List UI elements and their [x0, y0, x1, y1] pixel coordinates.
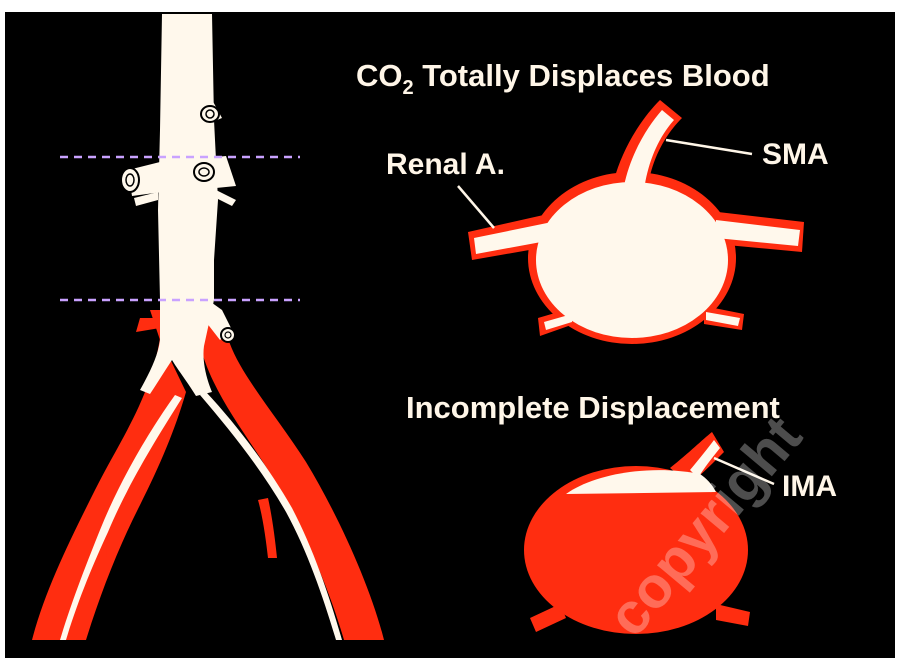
- lower-right-small-arm: [716, 604, 750, 626]
- title-co2-displaces: CO2 Totally Displaces Blood: [356, 58, 770, 99]
- incomplete-displacement-label: Incomplete Displacement: [406, 390, 780, 425]
- left-renal-branch-stub: [121, 162, 162, 206]
- ima-label: IMA: [782, 470, 837, 503]
- aorta-diagram: [32, 14, 384, 640]
- title-rest: Totally Displaces Blood: [414, 58, 770, 93]
- renal-leader-line: [458, 186, 494, 228]
- title-co2-prefix: CO: [356, 58, 403, 93]
- full-displacement-cross-section: [458, 100, 804, 344]
- title-co2-subscript: 2: [403, 77, 414, 99]
- renal-label: Renal A.: [386, 148, 505, 181]
- lumbar-branch-left: [136, 318, 160, 332]
- sma-label: SMA: [762, 138, 829, 171]
- right-iliac-artery: [198, 338, 384, 640]
- aorta-lumen-co2-top: [536, 182, 728, 338]
- right-internal-iliac-branch: [258, 498, 277, 558]
- sma-leader-line: [666, 140, 752, 154]
- left-iliac-artery: [32, 338, 186, 640]
